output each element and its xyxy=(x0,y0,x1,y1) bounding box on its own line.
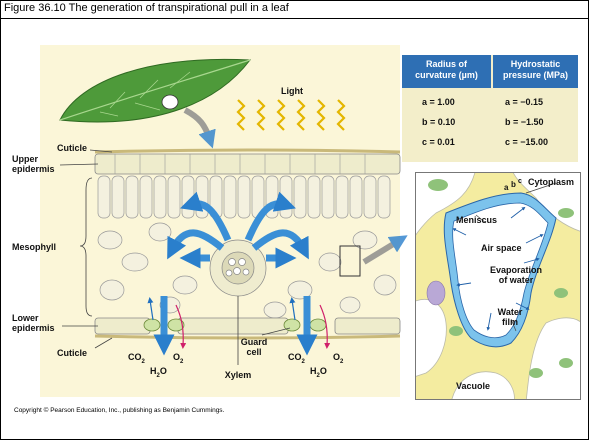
cuticle-top-label: Cuticle xyxy=(57,143,87,153)
guard-cell-label-line2: cell xyxy=(236,347,272,357)
water-film-label-line2: film xyxy=(492,317,528,327)
air-space-label: Air space xyxy=(481,243,522,253)
curvature-pressure-table: Radius of curvature (µm) Hydrostatic pre… xyxy=(402,55,578,162)
lower-epidermis-label-line2: epidermis xyxy=(12,323,55,333)
o2-right-label: O2 xyxy=(333,352,343,367)
table-cell-pressure-b: b = −1.50 xyxy=(505,117,544,127)
meniscus-a-label: a xyxy=(504,183,508,193)
upper-epidermis-cells xyxy=(95,154,400,174)
evaporation-label-line2: of water xyxy=(486,275,546,285)
light-label: Light xyxy=(272,86,312,96)
upper-epidermis-label-line2: epidermis xyxy=(12,164,55,174)
co2-right-label: CO2 xyxy=(288,352,305,367)
meniscus-label: Meniscus xyxy=(456,215,497,225)
vacuole-label: Vacuole xyxy=(456,381,490,391)
meniscus-c-label: c xyxy=(518,177,522,187)
table-cell-pressure-c: c = −15.00 xyxy=(505,137,548,147)
mesophyll-label: Mesophyll xyxy=(12,242,56,252)
upper-epidermis-label-line1: Upper xyxy=(12,154,38,164)
zoom-box xyxy=(340,246,360,276)
leaf-icon xyxy=(60,59,250,140)
water-film-label-line1: Water xyxy=(492,307,528,317)
h2o-left-label: H2O xyxy=(150,366,167,381)
palisade-mesophyll-cells xyxy=(98,176,390,218)
co2-left-label: CO2 xyxy=(128,352,145,367)
lower-epidermis-label-line1: Lower xyxy=(12,313,39,323)
h2o-right-label: H2O xyxy=(310,366,327,381)
radius-column-header: Radius of curvature (µm) xyxy=(402,55,491,88)
lower-epidermis-cells xyxy=(95,318,400,334)
table-cell-radius-b: b = 0.10 xyxy=(422,117,455,127)
table-cell-radius-a: a = 1.00 xyxy=(422,97,455,107)
o2-left-label: O2 xyxy=(173,352,183,367)
air-space-inset-illustration xyxy=(416,173,580,399)
meniscus-b-label: b xyxy=(511,180,516,190)
evaporation-label-line1: Evaporation xyxy=(486,265,546,275)
pressure-column-header: Hydrostatic pressure (MPa) xyxy=(493,55,578,88)
air-space-inset: Cytoplasm a b c Meniscus Air space Evapo… xyxy=(415,172,581,400)
copyright-notice: Copyright © Pearson Education, Inc., pub… xyxy=(14,407,224,414)
guard-cell-label-line1: Guard xyxy=(236,337,272,347)
xylem-label: Xylem xyxy=(218,370,258,380)
table-cell-pressure-a: a = −0.15 xyxy=(505,97,543,107)
cytoplasm-label: Cytoplasm xyxy=(528,177,574,187)
light-rays-icon xyxy=(238,100,344,130)
mesophyll-bracket xyxy=(80,178,92,316)
table-cell-radius-c: c = 0.01 xyxy=(422,137,455,147)
upper-cuticle xyxy=(95,150,400,152)
cuticle-bottom-label: Cuticle xyxy=(57,348,87,358)
